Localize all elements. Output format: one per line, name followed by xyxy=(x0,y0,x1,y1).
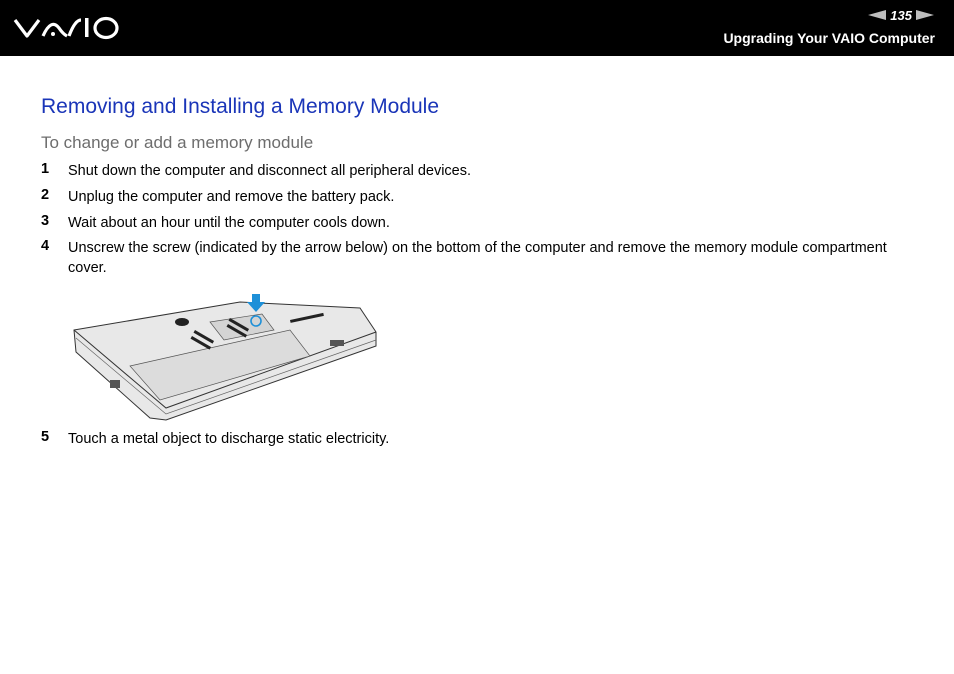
step-2: 2 Unplug the computer and remove the bat… xyxy=(41,187,888,207)
arrow-left-icon[interactable] xyxy=(868,10,887,20)
step-5: 5 Touch a metal object to discharge stat… xyxy=(41,429,888,449)
step-text: Wait about an hour until the computer co… xyxy=(68,215,390,231)
step-text: Unplug the computer and remove the batte… xyxy=(68,189,395,205)
step-number: 1 xyxy=(41,161,50,177)
procedure-subtitle: To change or add a memory module xyxy=(41,133,314,152)
vaio-logo xyxy=(13,16,119,40)
step-4: 4 Unscrew the screw (indicated by the ar… xyxy=(41,238,888,278)
page-header: 135 Upgrading Your VAIO Computer xyxy=(0,0,954,56)
arrow-right-icon[interactable] xyxy=(916,10,934,20)
step-text: Touch a metal object to discharge static… xyxy=(68,431,390,447)
page-navigation: 135 xyxy=(868,7,934,23)
page-title: Removing and Installing a Memory Module xyxy=(41,95,440,118)
laptop-bottom-illustration xyxy=(73,294,377,421)
step-number: 3 xyxy=(41,213,50,229)
step-text: Shut down the computer and disconnect al… xyxy=(68,163,472,179)
step-3: 3 Wait about an hour until the computer … xyxy=(41,213,888,233)
step-text: Unscrew the screw (indicated by the arro… xyxy=(68,240,887,276)
step-1: 1 Shut down the computer and disconnect … xyxy=(41,161,888,181)
step-number: 5 xyxy=(41,429,50,445)
page-number: 135 xyxy=(890,7,912,23)
step-number: 2 xyxy=(41,187,50,203)
step-number: 4 xyxy=(41,238,50,254)
section-title: Upgrading Your VAIO Computer xyxy=(723,30,935,46)
